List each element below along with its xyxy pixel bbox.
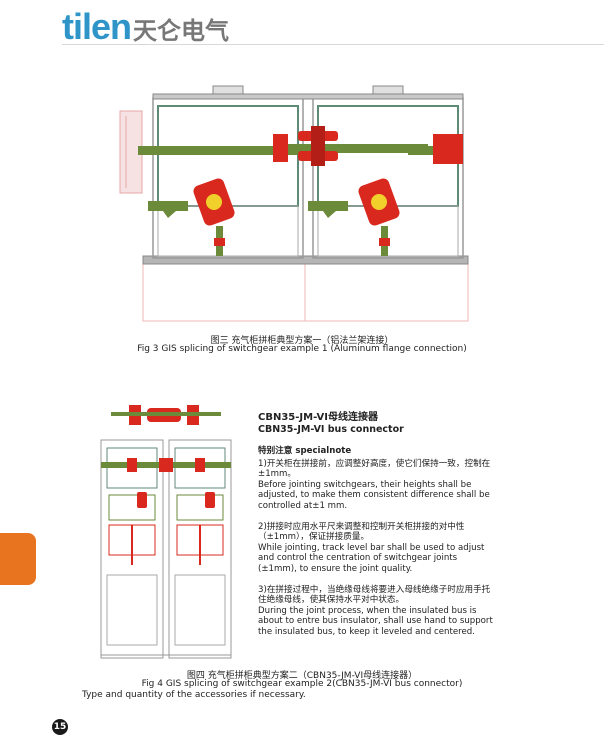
brand-logo: tilen 天仑电气 xyxy=(62,6,229,48)
fig3-caption-en: Fig 3 GIS splicing of switchgear example… xyxy=(137,344,467,354)
note2-cn: 2)拼接时应用水平尺来调整和控制开关柜拼接的对中性（±1mm），保证拼接质量。 xyxy=(258,521,465,543)
logo-english: tilen xyxy=(62,6,132,47)
fig3-caption-cn: 图三 充气柜拼柜典型方案一（铝法兰架连接） xyxy=(210,336,394,346)
fig4-caption-en: Fig 4 GIS splicing of switchgear example… xyxy=(141,679,463,689)
accessories-footnote: Type and quantity of the accessories if … xyxy=(82,690,306,700)
connector-title-cn: CBN35-JM-VI母线连接器 xyxy=(258,412,378,423)
note3-en: During the joint process, when the insul… xyxy=(258,605,493,637)
connector-title-en: CBN35-JM-VI bus connector xyxy=(258,424,404,435)
page-number: 15 xyxy=(52,719,68,735)
note3-cn: 3)在拼接过程中，当绝缘母线将要进入母线绝缘子时应用手托住绝缘母线，使其保持水平… xyxy=(258,584,491,606)
fig3-switchgear-drawing xyxy=(119,85,469,322)
fig4-caption-cn: 图四 充气柜拼柜典型方案二（CBN35-JM-VI母线连接器） xyxy=(186,671,418,681)
section-tab xyxy=(0,533,36,585)
fig4-notes: CBN35-JM-VI母线连接器 CBN35-JM-VI bus connect… xyxy=(258,412,493,638)
note1-cn: 1)开关柜在拼接前，应调整好高度，使它们保持一致，控制在±1mm。 xyxy=(258,458,491,480)
note1-en: Before jointing switchgears, their heigh… xyxy=(258,479,490,511)
logo-chinese: 天仑电气 xyxy=(133,17,230,45)
fig4-bus-connector-drawing xyxy=(100,405,232,659)
note2-en: While jointing, track level bar shall be… xyxy=(258,542,485,574)
special-note-heading: 特别注意 specialnote xyxy=(258,446,352,456)
header-divider xyxy=(62,44,604,45)
